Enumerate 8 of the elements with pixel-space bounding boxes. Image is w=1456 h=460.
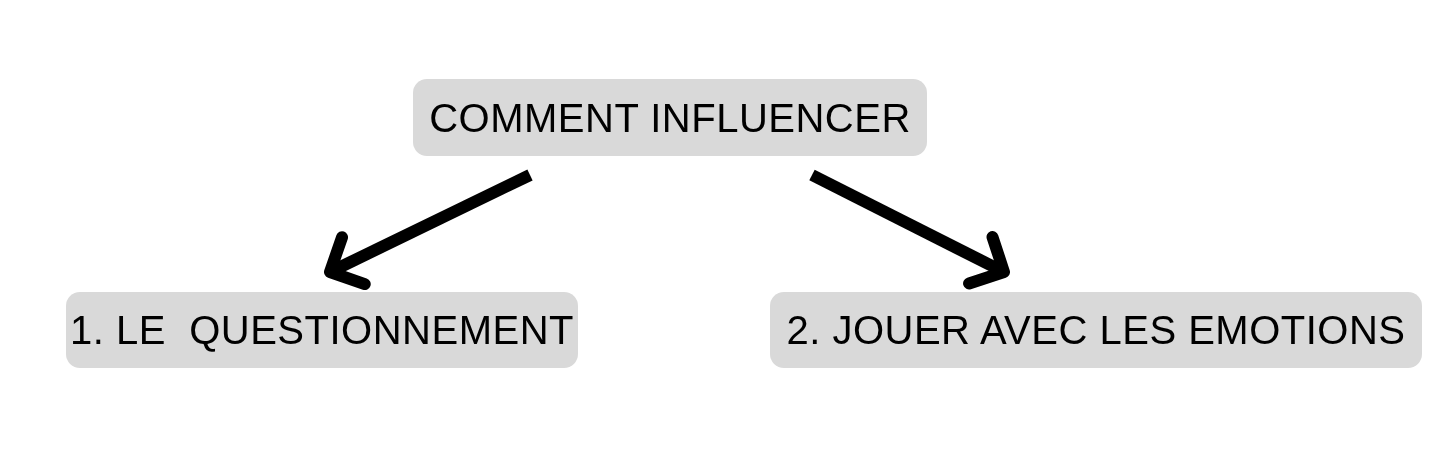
arrow [809, 169, 1010, 290]
arrow [324, 169, 533, 291]
topic-label: COMMENT INFLUENCER [429, 95, 911, 140]
topic-box [66, 292, 578, 368]
topic-box [770, 292, 1422, 368]
topic-label: 2. JOUER AVEC LES EMOTIONS [786, 308, 1406, 352]
topic-label: 1. LE QUESTIONNEMENT [70, 308, 574, 352]
topic-box [413, 79, 927, 156]
